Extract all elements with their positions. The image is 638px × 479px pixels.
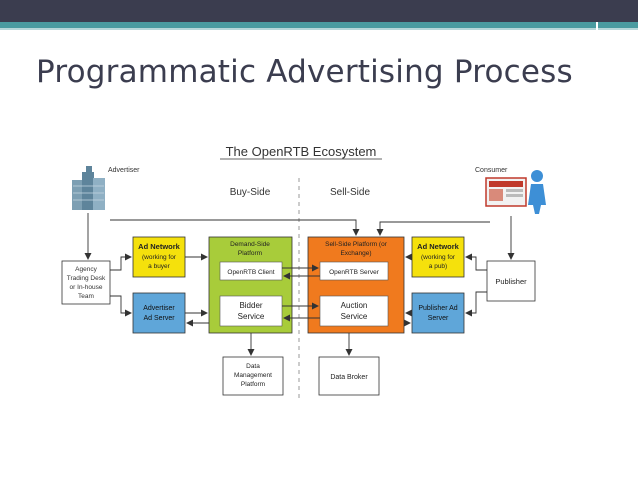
- publisher-ad-server-line-2: Server: [428, 315, 449, 322]
- dmp-line-3: Platform: [241, 381, 265, 388]
- advertiser-ad-server-line-1: Advertiser: [143, 305, 175, 312]
- agency-line-2: Trading Desk: [67, 275, 106, 282]
- publisher-label: Publisher: [495, 277, 527, 286]
- arrow-publisher-pubadnetwork: [465, 253, 487, 271]
- openrtb-client-box: [219, 261, 283, 281]
- openrtb-server-label: OpenRTB Server: [329, 269, 380, 276]
- arrow-agency-adserver: [110, 295, 132, 317]
- top-bar: [0, 0, 638, 22]
- bidder-line-1: Bidder: [239, 301, 262, 310]
- advertiser-ad-server-line-2: Ad Server: [143, 315, 175, 322]
- dsp-title-line-1: Demand-Side: [230, 241, 270, 248]
- advertiser-label: Advertiser: [108, 167, 140, 174]
- ad-network-buyer-sub-1: (working for: [142, 254, 177, 261]
- ad-network-buyer-sub-2: a buyer: [148, 263, 171, 270]
- sell-side-label: Sell-Side: [330, 187, 370, 198]
- auction-line-1: Auction: [341, 301, 368, 310]
- publisher-ad-server-line-1: Publisher Ad: [418, 305, 457, 312]
- ad-network-buyer-title: Ad Network: [138, 242, 181, 251]
- advertiser-building-icon: [72, 166, 105, 210]
- consumer-icon: [485, 170, 546, 214]
- ad-network-pub-sub-2: a pub): [429, 263, 447, 270]
- arrow-publisher-pubadserver: [465, 291, 487, 317]
- arrow-agency-adnetwork: [110, 253, 132, 271]
- data-broker-label: Data Broker: [330, 374, 368, 381]
- data-broker-box: [318, 356, 380, 396]
- connectors: [84, 213, 515, 356]
- accent-stripe-light: [0, 28, 638, 30]
- dmp-line-2: Management: [234, 372, 272, 379]
- consumer-label: Consumer: [475, 167, 508, 174]
- bidder-line-2: Service: [238, 312, 265, 321]
- corner-decoration: [596, 22, 598, 36]
- ad-network-pub-title: Ad Network: [417, 242, 460, 251]
- ad-network-pub-box: [411, 236, 465, 278]
- slide-title: Programmatic Advertising Process: [36, 54, 573, 90]
- diagram-heading: The OpenRTB Ecosystem: [226, 144, 377, 159]
- agency-box: [61, 260, 111, 305]
- openrtb-server-box: [319, 261, 389, 281]
- auction-line-2: Service: [341, 312, 368, 321]
- auction-service-box: [319, 295, 389, 327]
- ssp-title-line-2: Exchange): [340, 250, 371, 257]
- ad-network-pub-sub-1: (working for: [421, 254, 456, 261]
- advertiser-ad-server-box: [132, 292, 186, 334]
- agency-line-3: or In-house: [70, 284, 103, 291]
- accent-stripe: [0, 22, 638, 28]
- openrtb-client-label: OpenRTB Client: [227, 269, 274, 276]
- dmp-box: [222, 356, 284, 396]
- arrow-publisher-ssp: [376, 221, 490, 236]
- arrow-advertiser-ssp: [110, 219, 360, 236]
- ad-network-buyer-box: [132, 236, 186, 278]
- agency-line-1: Agency: [75, 266, 97, 273]
- publisher-ad-server-box: [411, 292, 465, 334]
- publisher-box: [486, 260, 536, 302]
- agency-line-4: Team: [78, 293, 94, 300]
- corner-decoration-horizontal: [596, 34, 638, 36]
- bidder-service-box: [219, 295, 283, 327]
- buy-side-label: Buy-Side: [230, 187, 271, 198]
- ssp-title-line-1: Sell-Side Platform (or: [325, 241, 388, 248]
- dsp-title-line-2: Platform: [238, 250, 262, 257]
- dmp-line-1: Data: [246, 363, 260, 370]
